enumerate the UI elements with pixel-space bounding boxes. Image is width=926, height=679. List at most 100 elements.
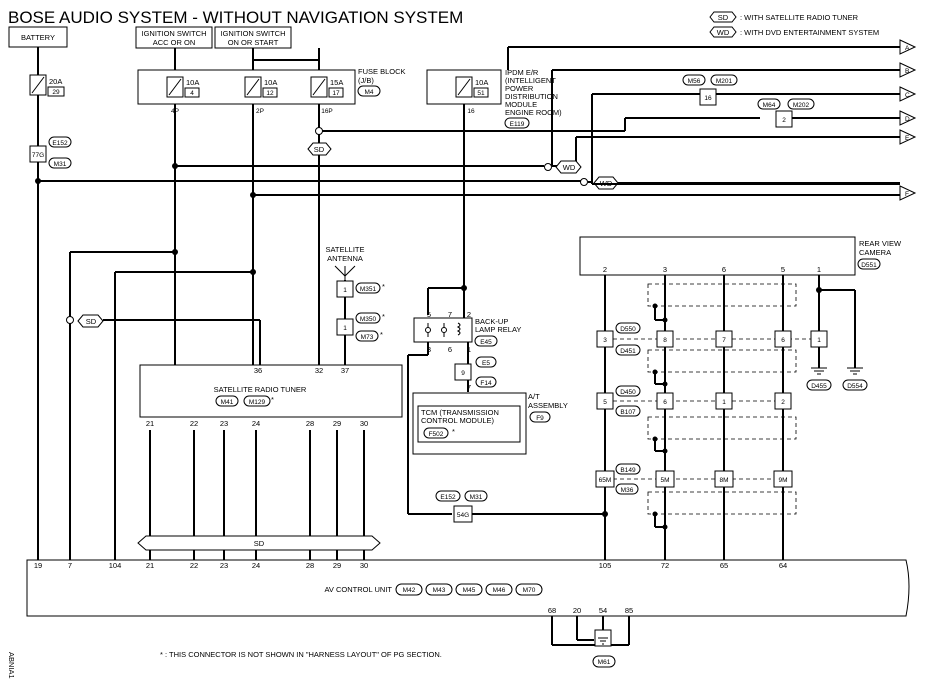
connector-2: 2 xyxy=(782,117,786,124)
svg-text:29: 29 xyxy=(333,561,341,570)
fuse-51-no: 51 xyxy=(477,90,485,97)
svg-text:21: 21 xyxy=(146,561,154,570)
shield-4 xyxy=(647,491,797,515)
svg-text:104: 104 xyxy=(109,561,122,570)
connector-9: 9 xyxy=(461,370,465,377)
star-m350: * xyxy=(382,312,385,321)
legend-wd-text: : WITH DVD ENTERTAINMENT SYSTEM xyxy=(740,28,879,37)
document-id: ABNIA1302GB xyxy=(7,652,16,679)
tuner-pin-37: 37 xyxy=(341,366,349,375)
antenna-pin-2: 1 xyxy=(343,325,347,332)
fuse-17-no: 17 xyxy=(332,90,340,97)
ipdm-label-4: DISTRIBUTION xyxy=(505,92,558,101)
fuse-51: 10A 51 xyxy=(455,76,489,98)
conn-m31-b: M31 xyxy=(470,494,483,501)
conn-e152-tag xyxy=(48,136,72,148)
arrow-c: C xyxy=(899,86,917,102)
ground-d455 xyxy=(811,367,827,375)
legend-wd-tag: WD xyxy=(717,28,730,37)
conn-d450: D450 xyxy=(620,389,636,396)
conn-m73: M73 xyxy=(361,334,374,341)
backup-relay-label-1: BACK-UP xyxy=(475,317,508,326)
tcm-pin-7a: 7 xyxy=(467,383,471,392)
pin-2p: 2P xyxy=(256,108,264,115)
conn-d451: D451 xyxy=(620,348,636,355)
svg-text:3: 3 xyxy=(603,337,607,344)
arrow-c-label: C xyxy=(905,92,910,99)
svg-text:6: 6 xyxy=(663,399,667,406)
svg-text:M45: M45 xyxy=(463,587,476,594)
conn-f9: F9 xyxy=(536,415,544,422)
ipdm-label-1: IPDM E/R xyxy=(505,68,539,77)
fuse-4-no: 4 xyxy=(190,90,194,97)
svg-text:68: 68 xyxy=(548,606,556,615)
svg-text:65: 65 xyxy=(720,561,728,570)
fuse-12: 10A 12 xyxy=(244,76,278,98)
connector-77g xyxy=(29,145,47,163)
legend-sd-text: : WITH SATELLITE RADIO TUNER xyxy=(740,13,859,22)
conn-m202: M202 xyxy=(793,102,810,109)
svg-text:23: 23 xyxy=(220,561,228,570)
conn-f502: F502 xyxy=(429,431,444,438)
sat-antenna-label-1: SATELLITE xyxy=(325,245,364,254)
svg-text:29: 29 xyxy=(333,419,341,428)
conn-b149: B149 xyxy=(620,467,636,474)
ipdm-label-3: POWER xyxy=(505,84,534,93)
shield-2 xyxy=(647,349,797,373)
av-top-pins: 19 7 104 21 22 23 24 28 29 30 105 72 65 … xyxy=(34,561,787,570)
ignition-acc-label-1: IGNITION SWITCH xyxy=(142,29,207,38)
shield-1 xyxy=(647,283,797,307)
svg-text:72: 72 xyxy=(661,561,669,570)
ipdm-label-5: MODULE xyxy=(505,100,537,109)
ignition-acc-label-2: ACC OR ON xyxy=(153,38,196,47)
av-connectors: M42 M43 M45 M46 M70 xyxy=(395,583,543,596)
star-m73: * xyxy=(380,330,383,339)
sd-bracket xyxy=(137,535,381,551)
wd-tag-1 xyxy=(555,160,582,174)
relay-pin-7: 7 xyxy=(448,310,452,319)
relay-pin-5: 5 xyxy=(427,310,431,319)
arrow-d-label: D xyxy=(905,116,910,123)
svg-text:105: 105 xyxy=(599,561,612,570)
arrow-b-label: B xyxy=(905,68,909,75)
sd-tag-fuse17-text: SD xyxy=(314,145,325,154)
star-m129: * xyxy=(271,395,274,404)
svg-text:30: 30 xyxy=(360,419,368,428)
arrow-f-label: F xyxy=(905,191,909,198)
fuse-17-amp: 15A xyxy=(330,78,343,87)
antenna-pin-1: 1 xyxy=(343,287,347,294)
svg-text:24: 24 xyxy=(252,419,260,428)
conn-d551: D551 xyxy=(861,262,877,269)
battery-fuse-amp: 20A xyxy=(49,77,62,86)
svg-text:24: 24 xyxy=(252,561,260,570)
star-f502: * xyxy=(452,427,455,436)
camera-pin-2: 2 xyxy=(603,265,607,274)
sd-tag-left-text: SD xyxy=(86,317,97,326)
svg-text:30: 30 xyxy=(360,561,368,570)
arrow-a-label: A xyxy=(905,45,910,52)
svg-text:8: 8 xyxy=(663,337,667,344)
conn-m61: M61 xyxy=(598,659,611,666)
svg-text:65M: 65M xyxy=(599,477,612,484)
conn-d550: D550 xyxy=(620,326,636,333)
ground-m61 xyxy=(594,629,612,647)
satellite-radio-tuner-box xyxy=(139,364,403,418)
battery-label: BATTERY xyxy=(21,33,55,42)
conn-m31-text: M31 xyxy=(54,161,67,168)
connector-16: 16 xyxy=(704,95,712,102)
legend: SD : WITH SATELLITE RADIO TUNER WD : WIT… xyxy=(709,11,879,38)
fuse-4-amp: 10A xyxy=(186,78,199,87)
svg-text:9M: 9M xyxy=(778,477,787,484)
fuse-12-no: 12 xyxy=(266,90,274,97)
fuse-block-label-2: (J/B) xyxy=(358,76,374,85)
camera-label-2: CAMERA xyxy=(859,248,891,257)
arrow-d: D xyxy=(899,110,917,126)
sd-tag-shape xyxy=(709,11,737,23)
arrow-e-label: E xyxy=(905,135,910,142)
tuner-bottom-pins: 21 22 23 24 28 29 30 xyxy=(146,419,368,428)
av-bottom-pins: 68 20 54 85 xyxy=(548,606,633,615)
svg-text:5M: 5M xyxy=(660,477,669,484)
svg-text:2: 2 xyxy=(781,399,785,406)
conn-e45: E45 xyxy=(480,339,492,346)
